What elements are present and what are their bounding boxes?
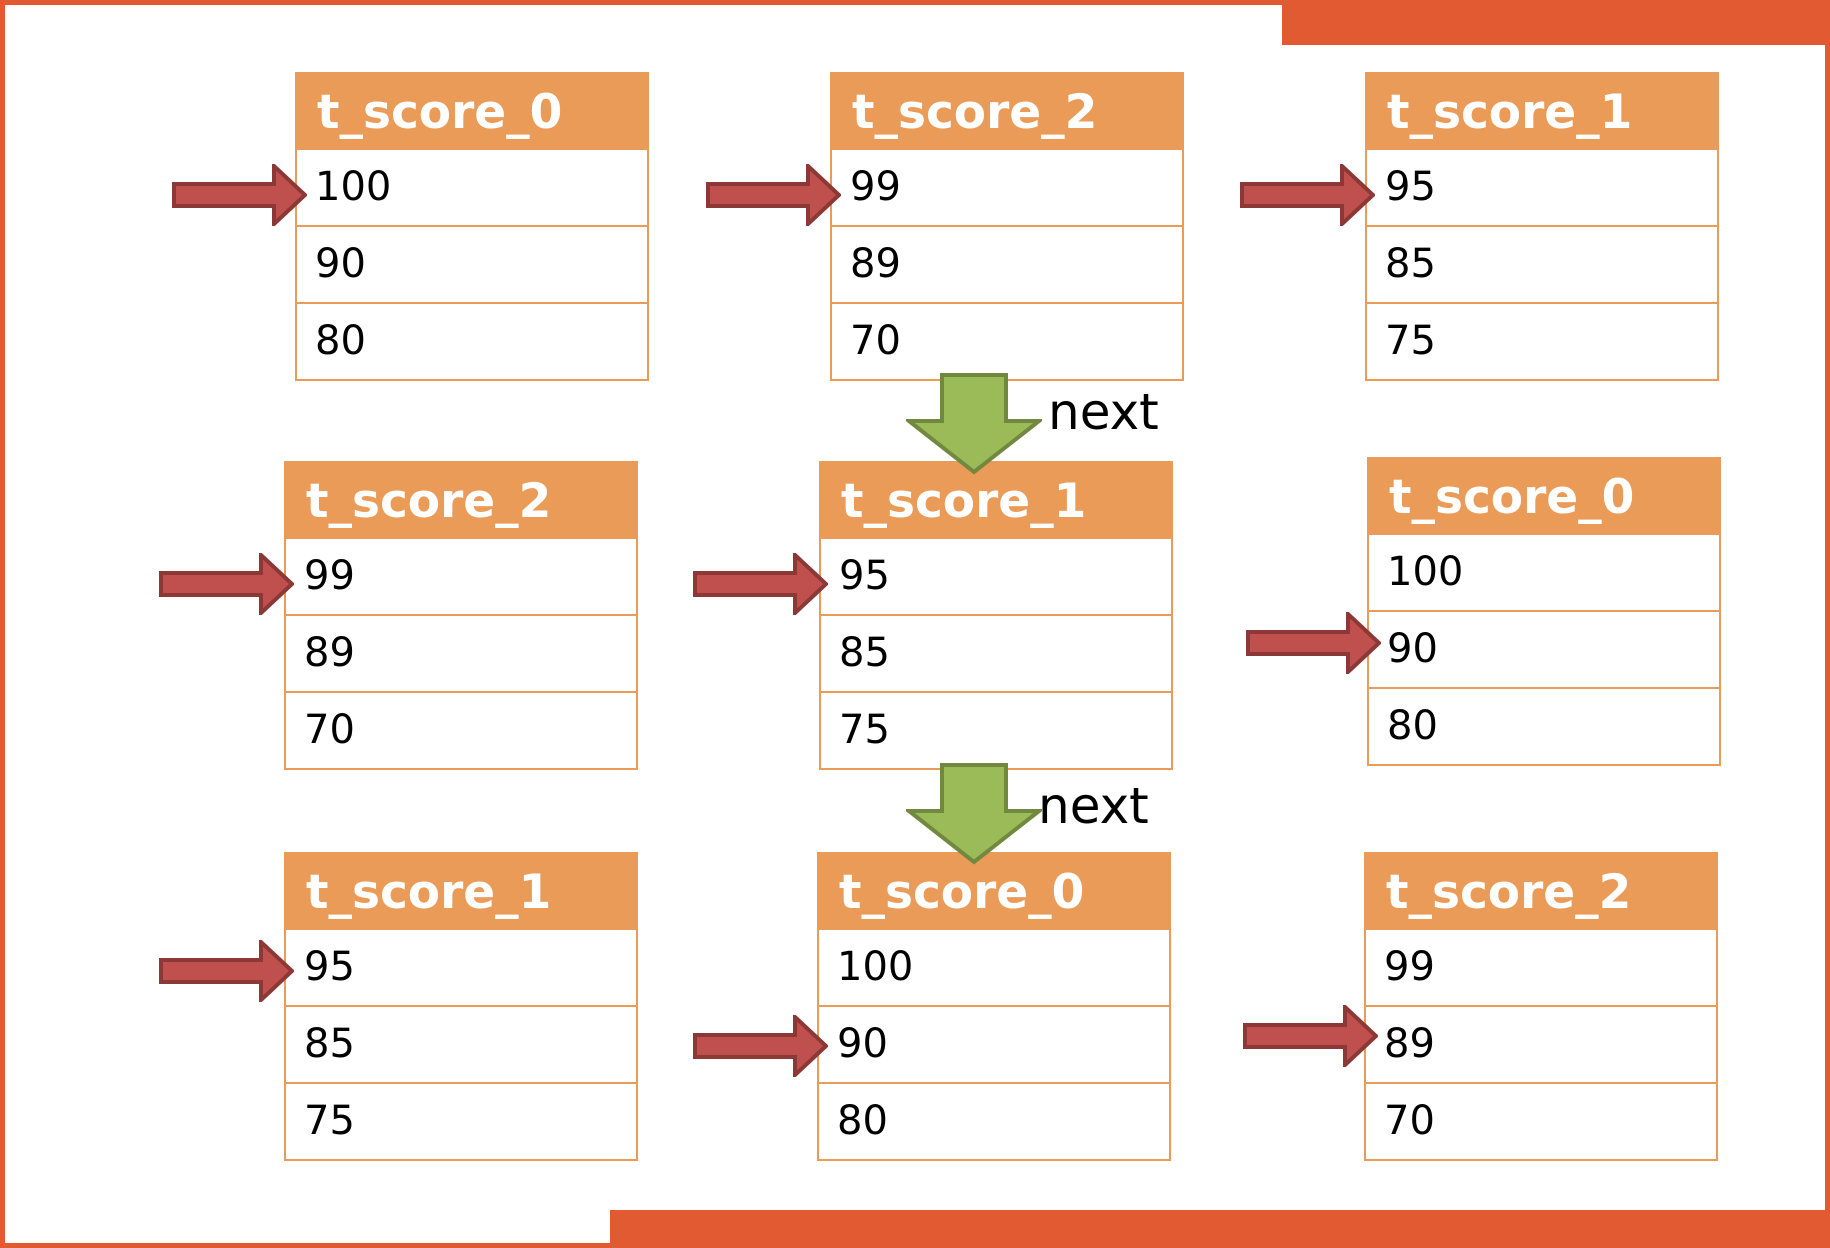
next-label: next	[1048, 383, 1159, 441]
table-card: t_score_0 100 90 80	[295, 72, 649, 381]
table-title: t_score_2	[284, 461, 638, 539]
table-card: t_score_1 95 85 75	[1365, 72, 1719, 381]
table-title: t_score_2	[830, 72, 1184, 150]
table-title: t_score_2	[1364, 852, 1718, 930]
table-card: t_score_0 100 90 80	[817, 852, 1171, 1161]
table-row: 75	[1365, 304, 1719, 381]
table-row: 80	[295, 304, 649, 381]
table-title: t_score_0	[295, 72, 649, 150]
table-row: 80	[1367, 689, 1721, 766]
next-arrow-icon	[906, 763, 1042, 865]
table-row: 100	[817, 930, 1171, 1007]
pointer-arrow-icon	[1243, 1005, 1378, 1067]
table-row: 89	[830, 227, 1184, 304]
pointer-arrow-icon	[693, 1015, 828, 1077]
table-card: t_score_2 99 89 70	[1364, 852, 1718, 1161]
table-row: 85	[284, 1007, 638, 1084]
table-row: 99	[284, 539, 638, 616]
table-card: t_score_2 99 89 70	[284, 461, 638, 770]
table-title: t_score_0	[1367, 457, 1721, 535]
table-title: t_score_1	[284, 852, 638, 930]
table-card: t_score_1 95 85 75	[284, 852, 638, 1161]
table-row: 89	[284, 616, 638, 693]
table-row: 75	[819, 693, 1173, 770]
table-row: 99	[830, 150, 1184, 227]
table-row: 80	[817, 1084, 1171, 1161]
table-title: t_score_0	[817, 852, 1171, 930]
table-row: 90	[817, 1007, 1171, 1084]
pointer-arrow-icon	[1240, 164, 1375, 226]
table-row: 89	[1364, 1007, 1718, 1084]
table-card: t_score_0 100 90 80	[1367, 457, 1721, 766]
table-row: 70	[830, 304, 1184, 381]
next-label: next	[1038, 777, 1149, 835]
table-row: 85	[819, 616, 1173, 693]
table-card: t_score_2 99 89 70	[830, 72, 1184, 381]
table-title: t_score_1	[1365, 72, 1719, 150]
pointer-arrow-icon	[1246, 612, 1381, 674]
table-row: 99	[1364, 930, 1718, 1007]
bottom-accent-bar	[610, 1210, 1825, 1243]
table-card: t_score_1 95 85 75	[819, 461, 1173, 770]
table-row: 95	[819, 539, 1173, 616]
table-row: 100	[1367, 535, 1721, 612]
table-title: t_score_1	[819, 461, 1173, 539]
table-row: 70	[1364, 1084, 1718, 1161]
pointer-arrow-icon	[159, 940, 294, 1002]
top-accent-bar	[1282, 5, 1825, 45]
pointer-arrow-icon	[706, 164, 841, 226]
table-row: 95	[1365, 150, 1719, 227]
table-row: 70	[284, 693, 638, 770]
pointer-arrow-icon	[693, 553, 828, 615]
table-row: 100	[295, 150, 649, 227]
table-row: 85	[1365, 227, 1719, 304]
table-row: 95	[284, 930, 638, 1007]
pointer-arrow-icon	[172, 164, 307, 226]
table-row: 90	[1367, 612, 1721, 689]
table-row: 75	[284, 1084, 638, 1161]
next-arrow-icon	[906, 373, 1042, 475]
pointer-arrow-icon	[159, 553, 294, 615]
table-row: 90	[295, 227, 649, 304]
